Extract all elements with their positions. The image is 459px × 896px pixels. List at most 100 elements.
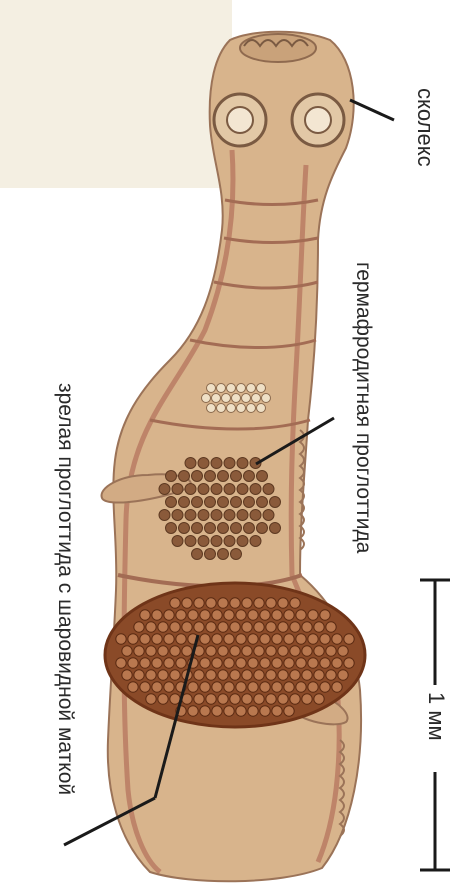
egg: [326, 646, 336, 656]
egg: [224, 484, 235, 495]
egg: [192, 523, 203, 534]
egg: [308, 610, 318, 620]
egg: [224, 706, 234, 716]
egg: [164, 634, 174, 644]
egg: [237, 384, 246, 393]
egg: [250, 536, 261, 547]
egg: [205, 497, 216, 508]
egg: [218, 598, 228, 608]
egg: [248, 634, 258, 644]
egg: [266, 670, 276, 680]
egg: [224, 536, 235, 547]
egg: [194, 694, 204, 704]
egg: [218, 497, 229, 508]
egg: [166, 497, 177, 508]
egg: [272, 658, 282, 668]
egg: [158, 622, 168, 632]
egg: [218, 670, 228, 680]
egg: [236, 610, 246, 620]
egg: [332, 682, 342, 692]
egg: [207, 384, 216, 393]
sucker-left-inner: [227, 107, 253, 133]
egg: [224, 610, 234, 620]
egg: [200, 610, 210, 620]
egg: [296, 634, 306, 644]
egg: [232, 394, 241, 403]
egg: [296, 658, 306, 668]
egg: [248, 706, 258, 716]
egg: [179, 523, 190, 534]
egg: [250, 484, 261, 495]
egg: [198, 510, 209, 521]
egg: [260, 610, 270, 620]
egg: [206, 670, 216, 680]
egg: [179, 497, 190, 508]
egg: [211, 510, 222, 521]
egg: [254, 598, 264, 608]
egg: [166, 471, 177, 482]
leader-line-scolex: [350, 100, 394, 120]
egg: [176, 610, 186, 620]
egg: [237, 404, 246, 413]
egg: [158, 694, 168, 704]
egg: [211, 484, 222, 495]
egg: [224, 510, 235, 521]
egg: [212, 634, 222, 644]
egg: [247, 404, 256, 413]
egg: [262, 394, 271, 403]
egg: [248, 610, 258, 620]
egg: [182, 646, 192, 656]
egg: [231, 471, 242, 482]
scale-bar-label: 1 мм: [425, 692, 447, 741]
egg: [227, 384, 236, 393]
egg: [166, 523, 177, 534]
egg: [179, 471, 190, 482]
rostellum: [240, 34, 316, 62]
egg: [217, 404, 226, 413]
egg: [320, 682, 330, 692]
egg: [188, 610, 198, 620]
egg: [200, 658, 210, 668]
egg: [338, 670, 348, 680]
egg: [224, 634, 234, 644]
egg: [218, 471, 229, 482]
egg: [128, 658, 138, 668]
egg: [134, 646, 144, 656]
egg: [260, 658, 270, 668]
egg: [164, 658, 174, 668]
egg: [332, 634, 342, 644]
egg: [237, 536, 248, 547]
egg: [266, 694, 276, 704]
egg: [320, 658, 330, 668]
egg: [242, 670, 252, 680]
egg: [257, 497, 268, 508]
egg: [211, 536, 222, 547]
egg: [284, 682, 294, 692]
egg: [248, 658, 258, 668]
egg: [164, 610, 174, 620]
egg: [211, 458, 222, 469]
egg: [278, 694, 288, 704]
egg: [185, 458, 196, 469]
egg: [217, 384, 226, 393]
egg: [320, 634, 330, 644]
egg: [206, 598, 216, 608]
egg: [237, 458, 248, 469]
egg: [170, 622, 180, 632]
egg: [326, 670, 336, 680]
egg: [244, 497, 255, 508]
egg: [290, 694, 300, 704]
egg: [257, 523, 268, 534]
egg: [224, 458, 235, 469]
egg: [206, 694, 216, 704]
egg: [185, 536, 196, 547]
egg: [200, 634, 210, 644]
egg: [266, 646, 276, 656]
egg: [230, 622, 240, 632]
egg: [244, 471, 255, 482]
egg: [218, 646, 228, 656]
egg: [182, 622, 192, 632]
egg: [224, 682, 234, 692]
egg: [222, 394, 231, 403]
egg: [270, 497, 281, 508]
